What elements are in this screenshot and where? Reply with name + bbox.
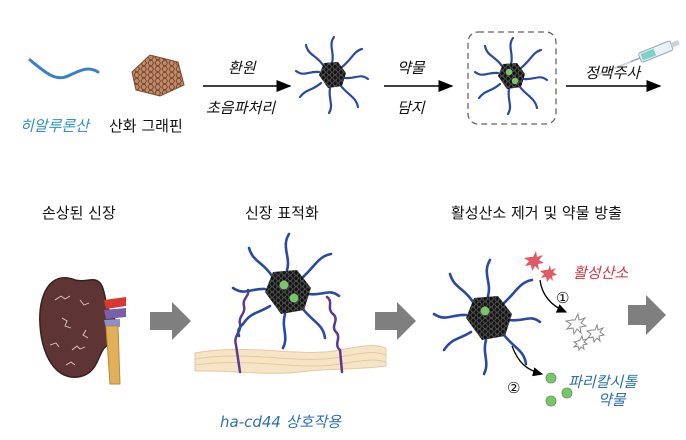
neutralized-ros xyxy=(564,312,606,352)
graphene-oxide-label: 산화 그래핀 xyxy=(109,117,183,135)
cell-membrane xyxy=(194,345,387,374)
step-iv-injection-label: 정맥주사 xyxy=(585,64,641,82)
nanoparticle-loaded xyxy=(473,36,549,116)
loaded-nanoparticle-box xyxy=(467,31,557,125)
arrow-drug-release xyxy=(511,345,544,377)
arrow-ros-scavenge xyxy=(539,279,568,313)
ros-particles xyxy=(524,251,557,282)
ha-cd44-interaction-label: ha-cd44 상호작용 xyxy=(220,413,341,431)
drug-particles xyxy=(545,372,573,407)
step-one-marker: ① xyxy=(556,289,570,307)
step-drug-label: 약물 xyxy=(397,59,425,77)
cd44-receptor-left xyxy=(234,288,250,374)
step-sonication-label: 초음파처리 xyxy=(206,99,276,117)
gray-arrow-1 xyxy=(150,302,191,340)
step-two-marker: ② xyxy=(507,379,521,397)
step-loading-label: 담지 xyxy=(397,99,425,117)
nanoparticle-top-1 xyxy=(294,35,370,115)
cd44-receptor-right xyxy=(325,295,344,374)
panel-kidney-targeting-title: 신장 표적화 xyxy=(245,204,319,222)
step-reduction-label: 환원 xyxy=(228,59,256,77)
paricalcitol-label: 파리칼시톨 xyxy=(568,373,638,391)
damaged-kidney-icon xyxy=(39,277,126,385)
nanoparticle-targeting xyxy=(231,232,341,350)
nanoparticle-releasing xyxy=(432,258,542,376)
hyaluronic-acid-label: 히알루론산 xyxy=(20,117,90,135)
panel-damaged-kidney-title: 손상된 신장 xyxy=(42,204,116,222)
hyaluronic-acid-strand xyxy=(28,58,100,80)
panel-ros-removal-title: 활성산소 제거 및 약물 방출 xyxy=(451,204,622,222)
gray-arrow-3 xyxy=(628,295,666,335)
drug-label: 약물 xyxy=(598,391,626,409)
graphene-oxide-sheet xyxy=(131,54,185,97)
ros-label: 활성산소 xyxy=(573,264,629,282)
syringe-icon xyxy=(595,39,680,77)
gray-arrow-2 xyxy=(375,302,416,340)
